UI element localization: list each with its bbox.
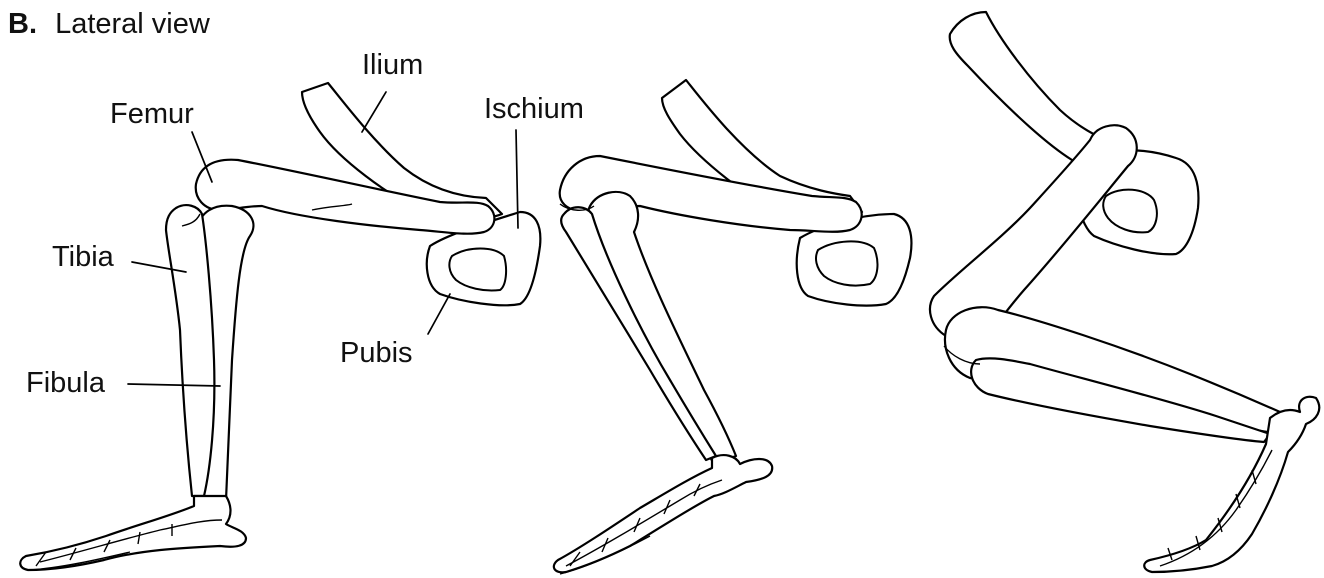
label-femur: Femur xyxy=(110,98,194,130)
leader-pubis xyxy=(428,294,450,334)
leg-2-tibia xyxy=(588,192,736,464)
leader-ilium xyxy=(362,92,386,132)
leg-3-skeleton xyxy=(930,12,1319,572)
label-fibula: Fibula xyxy=(26,367,106,399)
panel-title: Lateral view xyxy=(55,8,211,40)
label-tibia: Tibia xyxy=(52,241,115,273)
leg-1-skeleton xyxy=(20,83,540,570)
label-ischium: Ischium xyxy=(484,93,584,125)
leg-1-fibula xyxy=(166,205,214,496)
leg-2-skeleton xyxy=(554,80,912,574)
panel-letter: B. xyxy=(8,8,37,40)
label-ilium: Ilium xyxy=(362,49,423,81)
panel-heading: B. Lateral view xyxy=(8,8,211,40)
label-pubis: Pubis xyxy=(340,337,413,369)
